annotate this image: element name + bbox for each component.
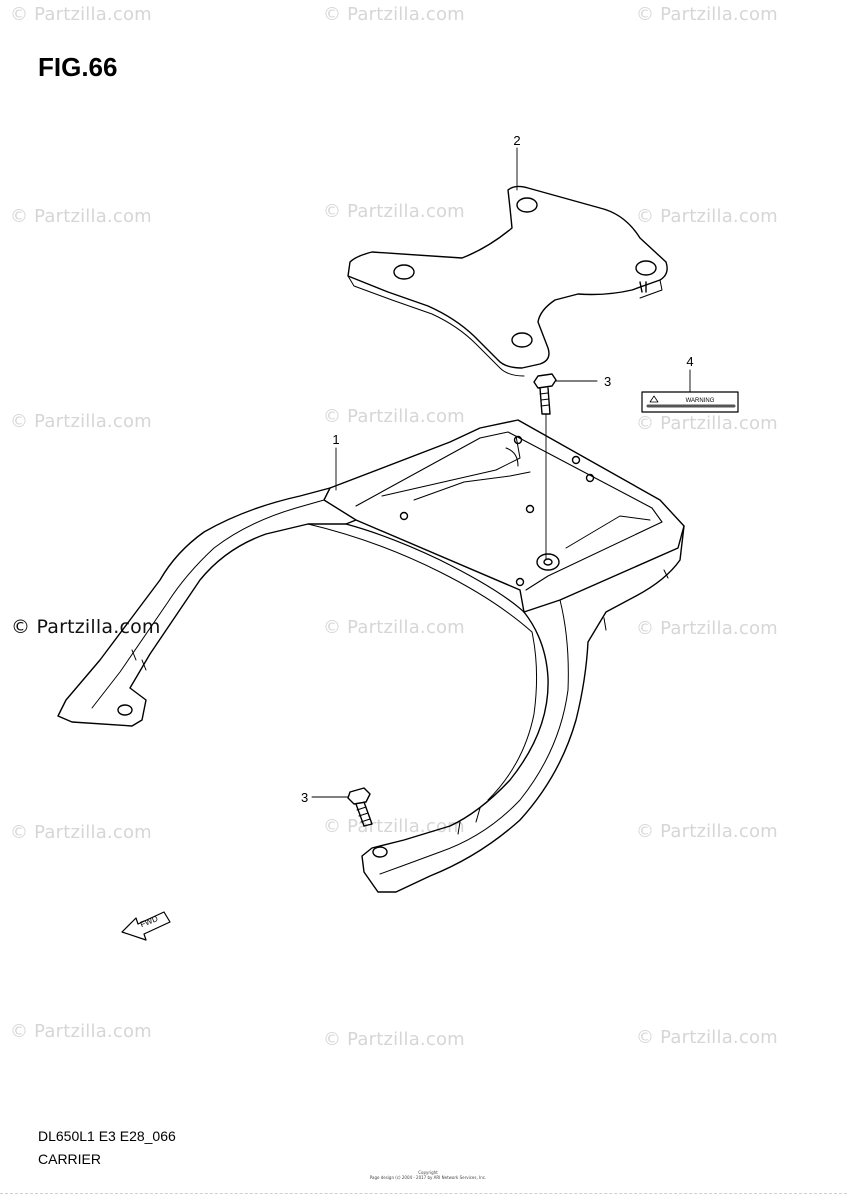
diagram-code: DL650L1 E3 E28_066 xyxy=(38,1128,176,1144)
watermark: © Partzilla.com xyxy=(10,206,152,227)
bolt-part-3-top[interactable] xyxy=(533,373,557,561)
watermark: © Partzilla.com xyxy=(636,821,778,842)
watermark: © Partzilla.com xyxy=(323,1029,465,1050)
watermark: © Partzilla.com xyxy=(10,822,152,843)
copyright-notice: Copyright Page design (c) 2004 - 2017 by… xyxy=(368,1170,488,1180)
watermark: © Partzilla.com xyxy=(636,618,778,639)
callout-2: 2 xyxy=(513,133,520,148)
watermark: © Partzilla.com xyxy=(636,4,778,25)
watermark: © Partzilla.com xyxy=(323,201,465,222)
copyright-line: Page design (c) 2004 - 2017 by ARI Netwo… xyxy=(369,1175,487,1180)
assembly-name: CARRIER xyxy=(38,1151,102,1167)
carrier-plate-part-2[interactable] xyxy=(347,185,668,377)
callout-4: 4 xyxy=(686,354,693,369)
watermark: © Partzilla.com xyxy=(10,411,152,432)
callout-1: 1 xyxy=(332,432,339,447)
watermark: © Partzilla.com xyxy=(10,1021,152,1042)
copyright-heading: Copyright xyxy=(418,1170,438,1175)
watermark: © Partzilla.com xyxy=(636,206,778,227)
warning-decal-part-4[interactable]: WARNING xyxy=(641,391,739,413)
carrier-frame-part-1[interactable] xyxy=(57,419,685,893)
forward-direction-arrow: FWD xyxy=(121,911,171,941)
fwd-label: FWD xyxy=(139,914,159,929)
watermark-featured: © Partzilla.com xyxy=(11,616,161,638)
watermark: © Partzilla.com xyxy=(323,617,465,638)
watermark: © Partzilla.com xyxy=(323,406,465,427)
watermark: © Partzilla.com xyxy=(323,4,465,25)
decal-heading: WARNING xyxy=(686,398,715,404)
callout-3-top: 3 xyxy=(604,374,611,389)
figure-title: FIG.66 xyxy=(38,52,118,82)
watermark: © Partzilla.com xyxy=(636,413,778,434)
watermark: © Partzilla.com xyxy=(636,1027,778,1048)
watermark: © Partzilla.com xyxy=(10,4,152,25)
bolt-part-3-bottom[interactable] xyxy=(311,787,373,827)
bottom-divider xyxy=(0,1193,847,1194)
callout-3-bottom: 3 xyxy=(301,790,308,805)
